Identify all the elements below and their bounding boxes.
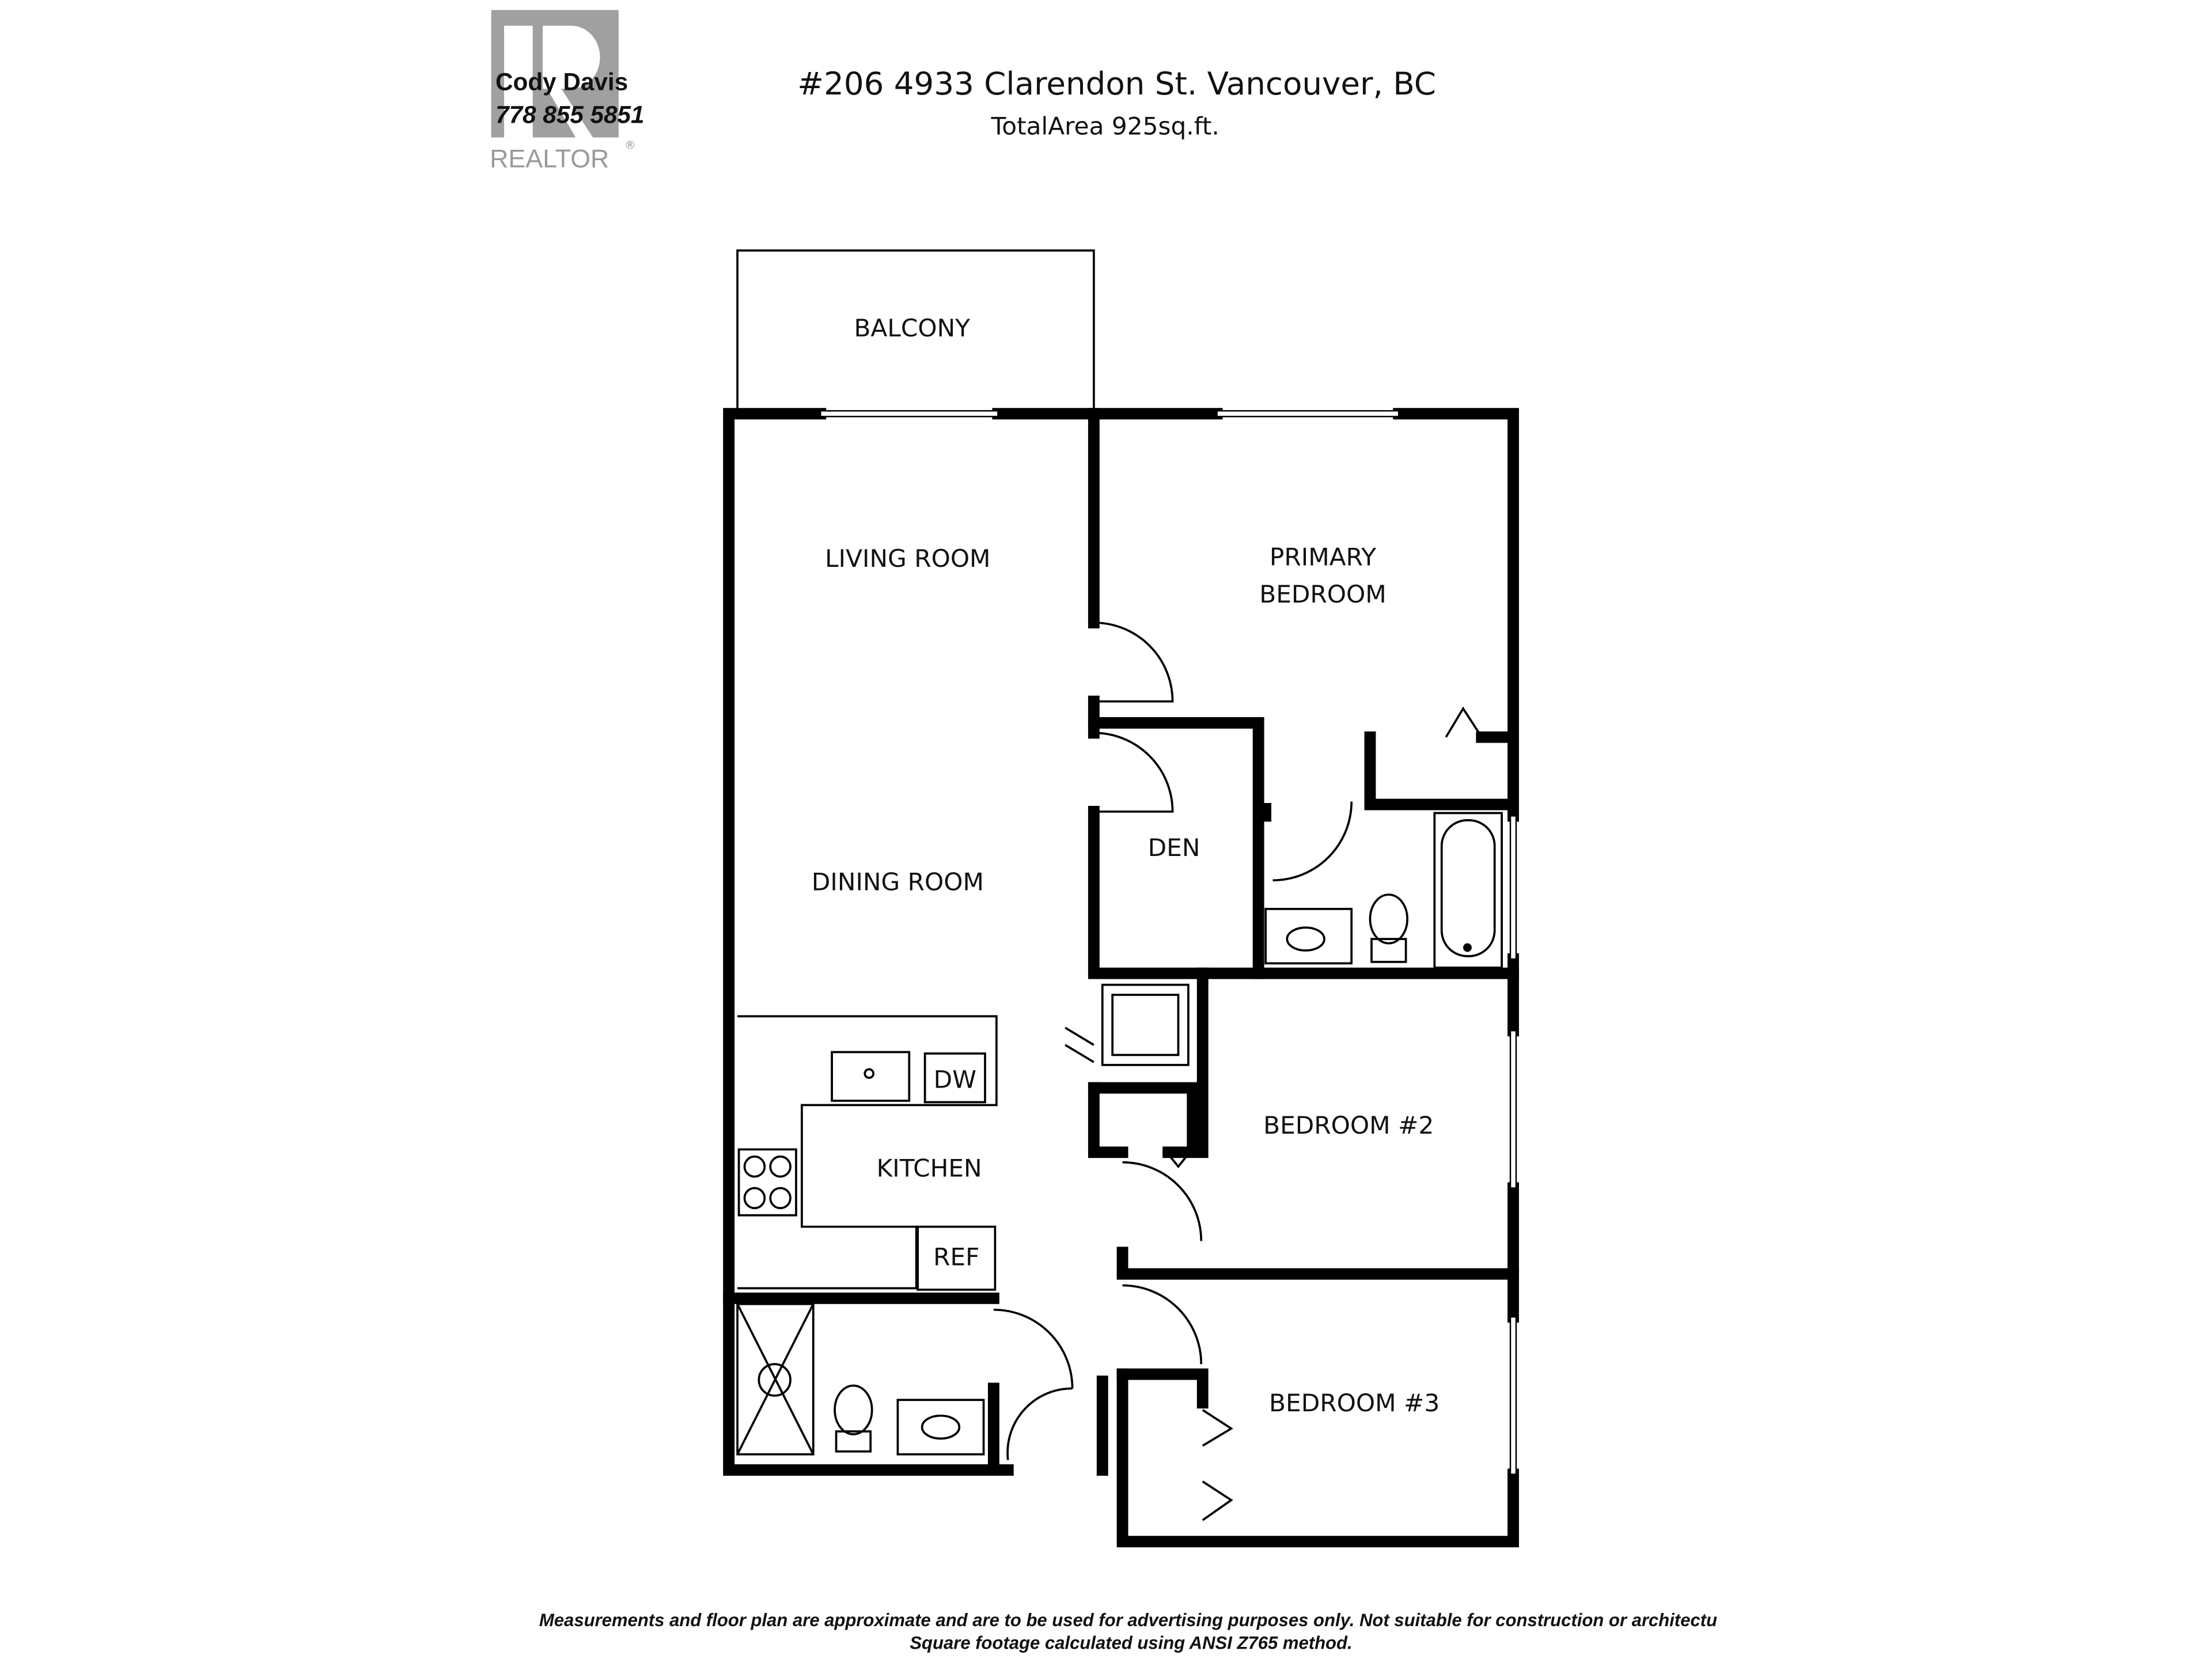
dishwasher-label: DW — [934, 1066, 976, 1094]
walls — [723, 408, 1519, 1548]
svg-text:®: ® — [624, 138, 636, 151]
window — [1509, 1316, 1517, 1475]
ensuite-sink-icon — [1264, 908, 1353, 965]
kitchen-sink — [831, 1051, 911, 1102]
living-room-label: LIVING ROOM — [825, 544, 990, 573]
total-area: TotalArea 925sq.ft. — [991, 112, 1219, 141]
fixtures: DW REF — [736, 812, 1503, 1456]
ensuite-toilet-icon — [1369, 893, 1408, 945]
refrigerator — [916, 1225, 997, 1291]
bedroom-3-label: BEDROOM #3 — [1269, 1389, 1440, 1417]
balcony-label: BALCONY — [854, 314, 971, 342]
realtor-logo: REALTOR ® — [490, 10, 636, 173]
realtor-logo-text: REALTOR — [490, 145, 609, 173]
agent-phone: 778 855 5851 — [495, 101, 644, 128]
stove-icon — [737, 1148, 797, 1217]
property-address: #206 4933 Clarendon St. Vancouver, BC — [797, 65, 1436, 102]
kitchen-label: KITCHEN — [877, 1154, 982, 1183]
bedroom-2-label: BEDROOM #2 — [1263, 1111, 1434, 1139]
shower-icon — [736, 1302, 815, 1456]
window — [1509, 1029, 1517, 1189]
refrigerator-label: REF — [933, 1243, 979, 1271]
toilet-icon — [834, 1384, 873, 1435]
washer-dryer-icon — [1101, 983, 1190, 1066]
den-label: DEN — [1148, 834, 1200, 862]
disclaimer-line-1: Measurements and floor plan are approxim… — [539, 1610, 1717, 1630]
dining-room-label: DINING ROOM — [812, 868, 984, 896]
bath-sink-icon — [896, 1399, 985, 1456]
primary-bedroom-label-2: BEDROOM — [1259, 580, 1386, 608]
kitchen-counter — [737, 1015, 998, 1290]
sliding-door — [820, 410, 999, 418]
door-swings — [993, 622, 1483, 1521]
agent-name: Cody Davis — [495, 69, 628, 96]
window — [1216, 410, 1400, 418]
window — [1509, 815, 1517, 960]
primary-bedroom-label-1: PRIMARY — [1270, 543, 1376, 571]
bathtub-icon — [1433, 812, 1503, 969]
disclaimer-line-2: Square footage calculated using ANSI Z76… — [910, 1633, 1352, 1653]
